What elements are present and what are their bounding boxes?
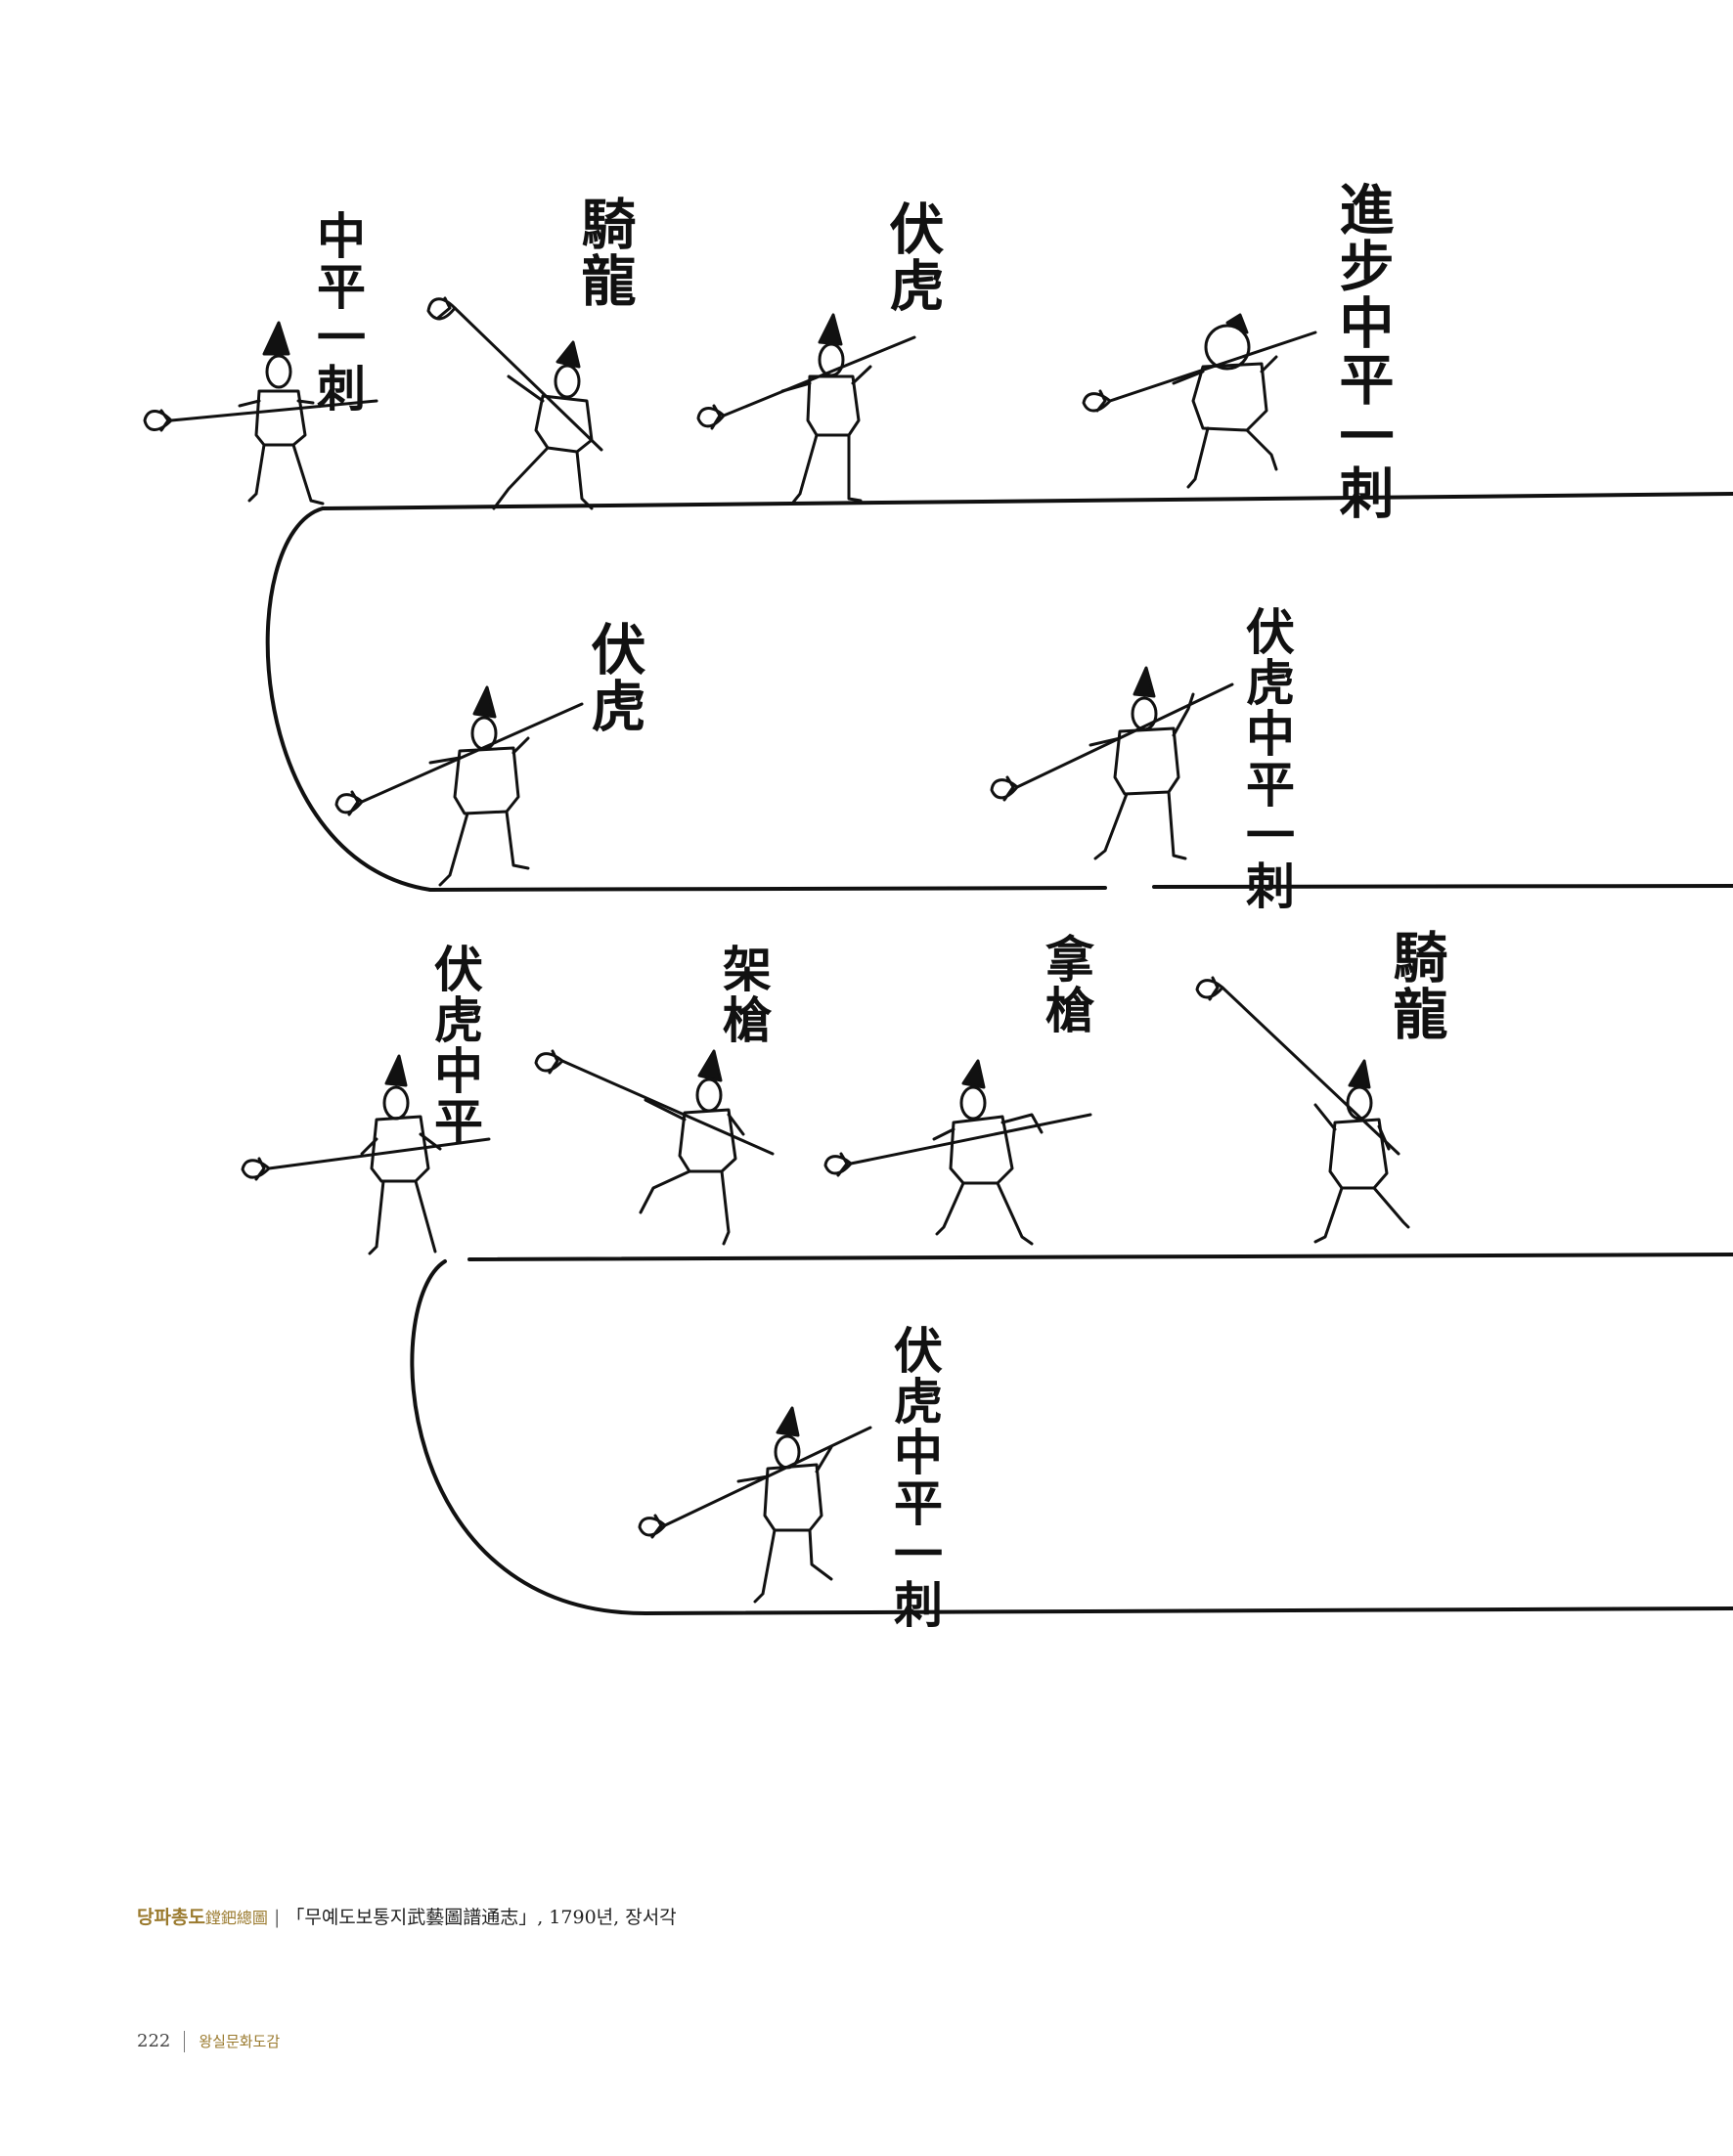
page-footer: 222 왕실문화도감	[137, 2031, 280, 2052]
spear-figure	[638, 1406, 872, 1604]
pose-label: 架槍	[715, 944, 773, 1045]
route-drawing	[143, 296, 1733, 1615]
pose-label: 騎龍	[572, 196, 637, 309]
spear-figure	[241, 1054, 491, 1255]
pose-label: 伏虎	[880, 200, 945, 314]
caption-source: 「무예도보통지武藝圖譜通志」, 1790년, 장서각	[286, 1907, 677, 1928]
spear-figure	[823, 1059, 1092, 1246]
pose-label: 中平一刺	[309, 210, 367, 414]
spear-figure	[534, 1049, 775, 1246]
caption-separator: |	[273, 1907, 281, 1928]
pose-label: 騎龍	[1384, 929, 1448, 1042]
spear-figure	[143, 321, 378, 506]
book-title: 왕실문화도감	[199, 2033, 281, 2050]
spear-figure	[696, 313, 916, 506]
spear-figure	[334, 685, 584, 887]
illustration-plate: 中平一刺 騎龍 伏虎 進步中平一刺 伏虎 伏虎中平一刺 伏虎中平 架槍 拿槍 騎…	[143, 181, 1733, 1630]
pose-label: 進步中平一刺	[1330, 181, 1395, 521]
spear-figure	[1082, 313, 1317, 489]
pose-label: 伏虎中平	[426, 944, 484, 1147]
caption-title-hanja: 鏜鈀總圖	[204, 1909, 268, 1927]
figure-caption: 당파총도鏜鈀總圖 |「무예도보통지武藝圖譜通志」, 1790년, 장서각	[137, 1903, 677, 1929]
pose-label: 伏虎中平一刺	[1238, 606, 1296, 911]
pose-label: 伏虎中平一刺	[886, 1325, 944, 1630]
pose-label: 拿槍	[1038, 934, 1095, 1035]
footer-divider	[184, 2031, 186, 2052]
spear-figure	[426, 296, 603, 510]
page-number: 222	[137, 2031, 171, 2051]
caption-title: 당파총도	[137, 1907, 205, 1928]
spear-figure	[990, 666, 1234, 860]
spear-figure	[1195, 976, 1410, 1244]
route-path	[265, 492, 1733, 1615]
pose-label: 伏虎	[582, 621, 646, 734]
